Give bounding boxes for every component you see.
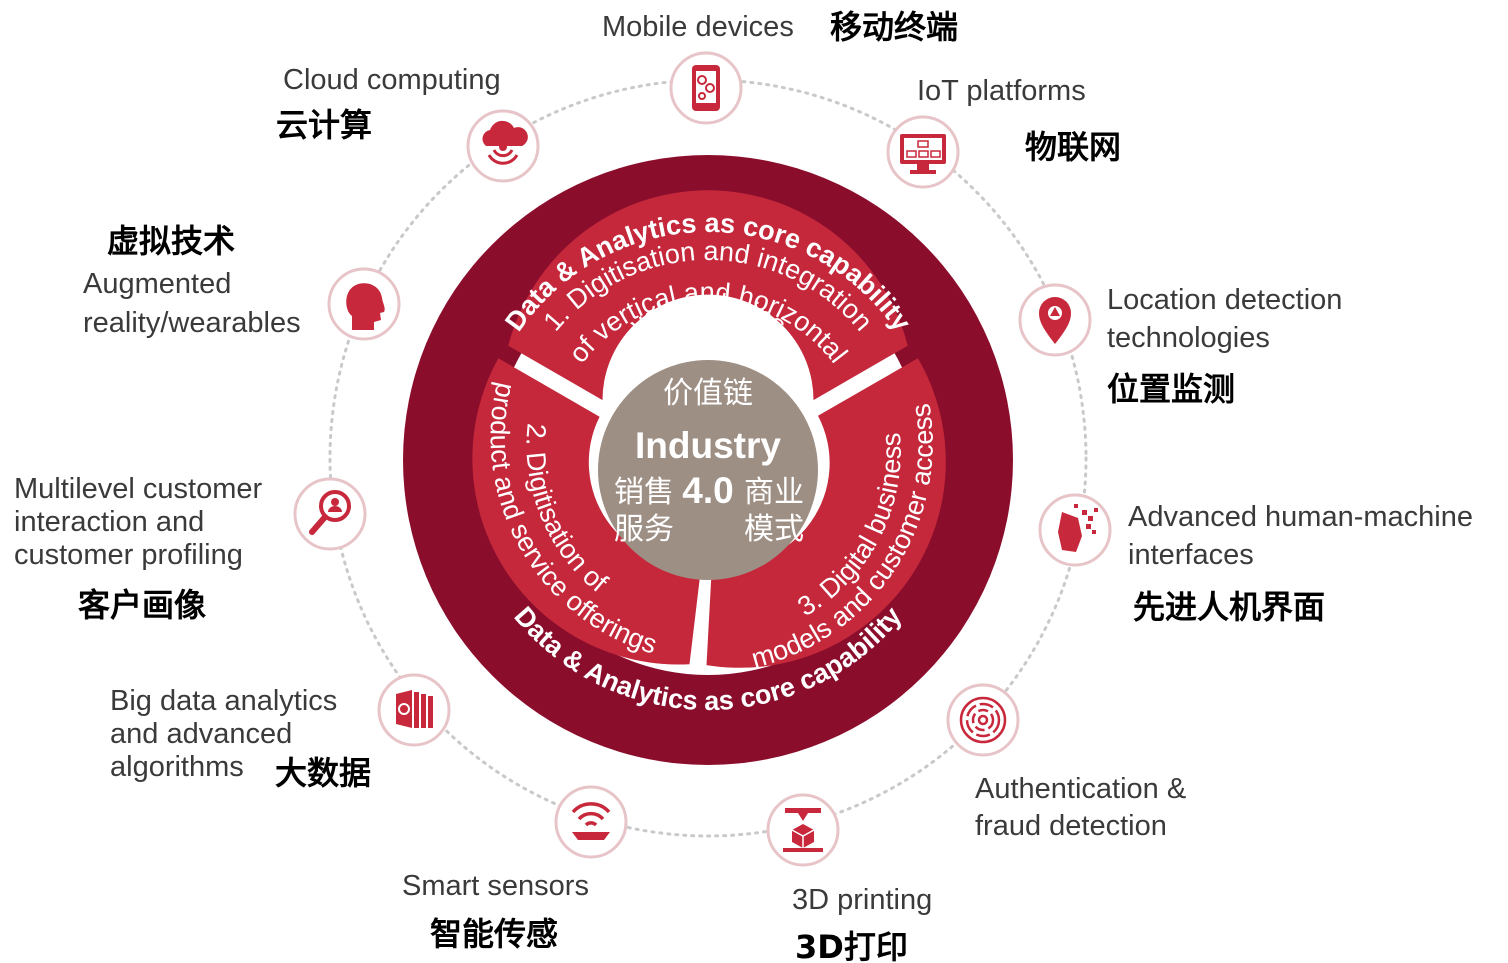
mobile-label-en: Mobile devices	[602, 11, 794, 43]
ar-label-en-1: Augmented	[83, 268, 232, 300]
mobile-icon	[669, 51, 743, 125]
data-stack-icon	[377, 673, 451, 747]
hmi-label-en-1: Advanced human-machine	[1128, 501, 1473, 533]
center-hub	[598, 360, 818, 580]
pixel-hand-icon	[1038, 493, 1112, 567]
location-label-en-2: technologies	[1107, 322, 1270, 354]
center-left-cn-2: 服务	[614, 512, 674, 547]
ar-label-cn: 虚拟技术	[107, 222, 236, 260]
center-industry-title: Industry	[635, 425, 781, 466]
bigdata-label-en-2: and advanced	[110, 718, 293, 750]
hmi-label-en-2: interfaces	[1128, 539, 1254, 571]
auth-label-en-2: fraud detection	[975, 810, 1167, 842]
segment-2	[472, 358, 702, 665]
center-value-chain-cn: 价值链	[663, 376, 753, 411]
iot-label-en: IoT platforms	[917, 75, 1086, 107]
bigdata-label-en-1: Big data analytics	[110, 685, 338, 717]
mobile-label-cn: 移动终端	[830, 8, 959, 46]
customer-label-en-1: Multilevel customer	[14, 473, 263, 505]
magnifier-person-icon	[293, 477, 367, 551]
hmi-label-cn: 先进人机界面	[1133, 588, 1326, 626]
dotted-orbit	[328, 78, 1088, 838]
printing-label-cn: 3D打印	[795, 928, 908, 963]
auth-label-en-1: Authentication &	[975, 773, 1187, 805]
wireless-sensor-icon	[554, 785, 628, 859]
customer-label-cn: 客户画像	[78, 586, 207, 624]
center-version: 4.0	[682, 470, 734, 511]
cloud-label-cn: 云计算	[276, 106, 373, 144]
sensors-label-cn: 智能传感	[430, 915, 559, 953]
segment-3	[706, 358, 946, 668]
location-pin-icon	[1018, 283, 1092, 357]
iot-label-cn: 物联网	[1025, 128, 1122, 166]
cloud-icon	[466, 109, 540, 183]
location-label-cn: 位置监测	[1107, 370, 1236, 408]
fingerprint-icon	[946, 683, 1020, 757]
3d-printer-icon	[766, 793, 840, 867]
customer-label-en-2: interaction and	[14, 506, 205, 538]
center-right-cn-1: 商业	[744, 475, 804, 510]
center-left-cn-1: 销售	[614, 475, 674, 510]
cloud-label-en: Cloud computing	[283, 64, 501, 96]
printing-label-en: 3D printing	[792, 884, 933, 916]
sensors-label-en: Smart sensors	[402, 870, 589, 902]
bigdata-label-en-3: algorithms	[110, 751, 244, 783]
bigdata-label-cn: 大数据	[275, 754, 372, 792]
ar-label-en-2: reality/wearables	[83, 307, 301, 339]
center-right-cn-2: 模式	[744, 512, 804, 547]
head-profile-icon	[327, 267, 401, 341]
segment-1	[508, 190, 908, 401]
monitor-network-icon	[886, 115, 960, 189]
customer-label-en-3: customer profiling	[14, 539, 243, 571]
location-label-en-1: Location detection	[1107, 284, 1343, 316]
